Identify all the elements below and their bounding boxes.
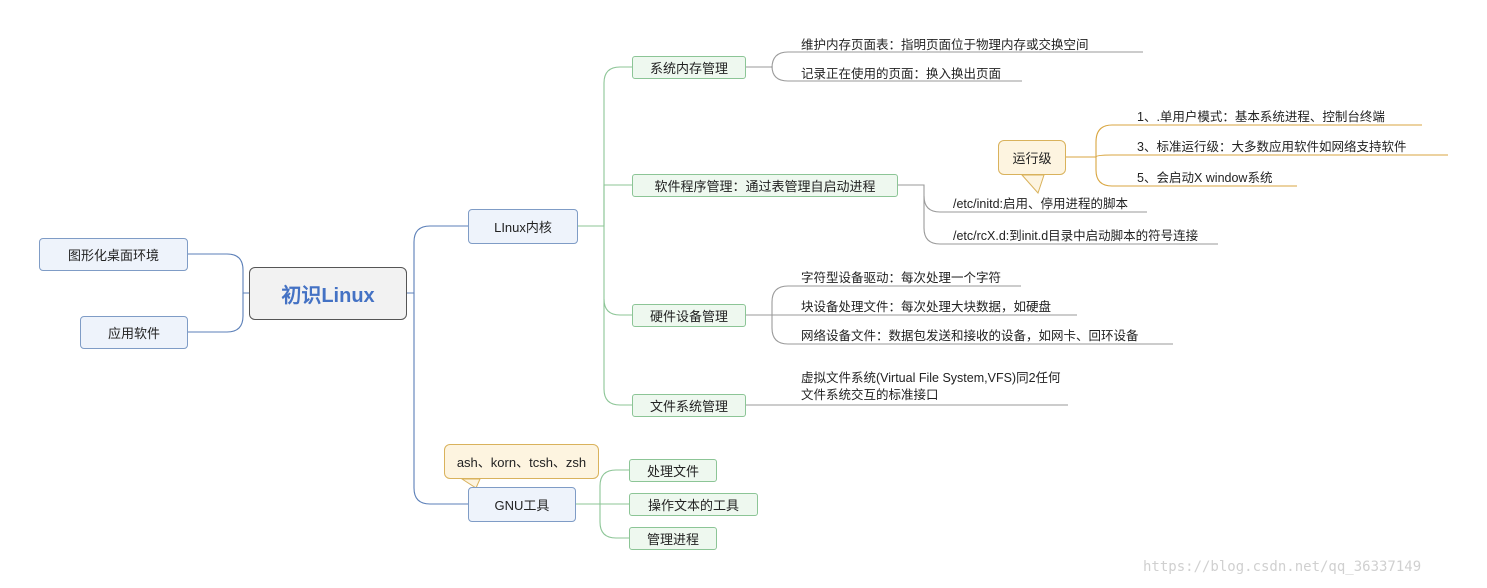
runlevel-item-1: 1、.单用户模式：基本系统进程、控制台终端 [1137,110,1385,124]
runlevel-callout[interactable]: 运行级 [998,140,1066,175]
connector-hardware-leaf1 [746,285,1021,316]
gnu-callout-pointer [460,478,481,489]
topic-hardware-management[interactable]: 硬件设备管理 [632,304,746,327]
connector-desktop [188,253,249,294]
gnu-item-manage-processes[interactable]: 管理进程 [629,527,717,550]
connector-kernel [407,225,468,294]
watermark: https://blog.csdn.net/qq_36337149 [1143,559,1422,575]
runlevel-callout-pointer [1020,174,1045,194]
hardware-item-char-device: 字符型设备驱动：每次处理一个字符 [801,271,1002,285]
central-topic[interactable]: 初识Linux [249,267,407,320]
hardware-item-network-device: 网络设备文件：数据包发送和接收的设备，如网卡、回环设备 [801,329,1139,343]
runlevel-item-3: 3、标准运行级：大多数应用软件如网络支持软件 [1137,140,1407,154]
connector-kernel-memory [578,66,632,227]
connector-gnu [413,293,468,505]
topic-filesystem-management[interactable]: 文件系统管理 [632,394,746,417]
connector-apps [188,293,244,333]
branch-linux-kernel[interactable]: LInux内核 [468,209,578,244]
runlevel-item-5: 5、会启动X window系统 [1137,171,1273,185]
topic-memory-management[interactable]: 系统内存管理 [632,56,746,79]
connector-hardware-leaf3 [771,315,1173,345]
connector-kernel-hardware [603,226,632,316]
software-item-initd: /etc/initd:启用、停用进程的脚本 [953,197,1129,211]
connector-gnu-files [576,469,629,505]
gnu-item-text-tools[interactable]: 操作文本的工具 [629,493,758,516]
gnu-item-process-files[interactable]: 处理文件 [629,459,717,482]
branch-desktop-environment[interactable]: 图形化桌面环境 [39,238,188,271]
branch-application-software[interactable]: 应用软件 [80,316,188,349]
gnu-shells-callout[interactable]: ash、korn、tcsh、zsh [444,444,599,479]
branch-gnu-tools[interactable]: GNU工具 [468,487,576,522]
connector-software-leaf2 [923,196,1218,245]
connector-kernel-fs [603,299,632,406]
connector-runlevel-3 [1095,154,1448,158]
connector-runlevel-1 [1066,124,1422,158]
connector-kernel-software [603,184,632,226]
hardware-item-block-device: 块设备处理文件：每次处理大块数据，如硬盘 [801,300,1052,314]
connector-runlevel-5 [1095,157,1297,187]
topic-software-management[interactable]: 软件程序管理：通过表管理自启动进程 [632,174,898,197]
connector-memory-leaf2 [771,65,1022,82]
memory-item-page-swap: 记录正在使用的页面：换入换出页面 [801,67,1002,81]
memory-item-page-table: 维护内存页面表：指明页面位于物理内存或交换空间 [801,38,1089,52]
connector-gnu-process [599,504,629,539]
software-item-rcxd: /etc/rcX.d:到init.d目录中启动脚本的符号连接 [953,229,1199,243]
filesystem-item-vfs: 虚拟文件系统(Virtual File System,VFS)同2任何文件系统交… [801,371,1061,402]
